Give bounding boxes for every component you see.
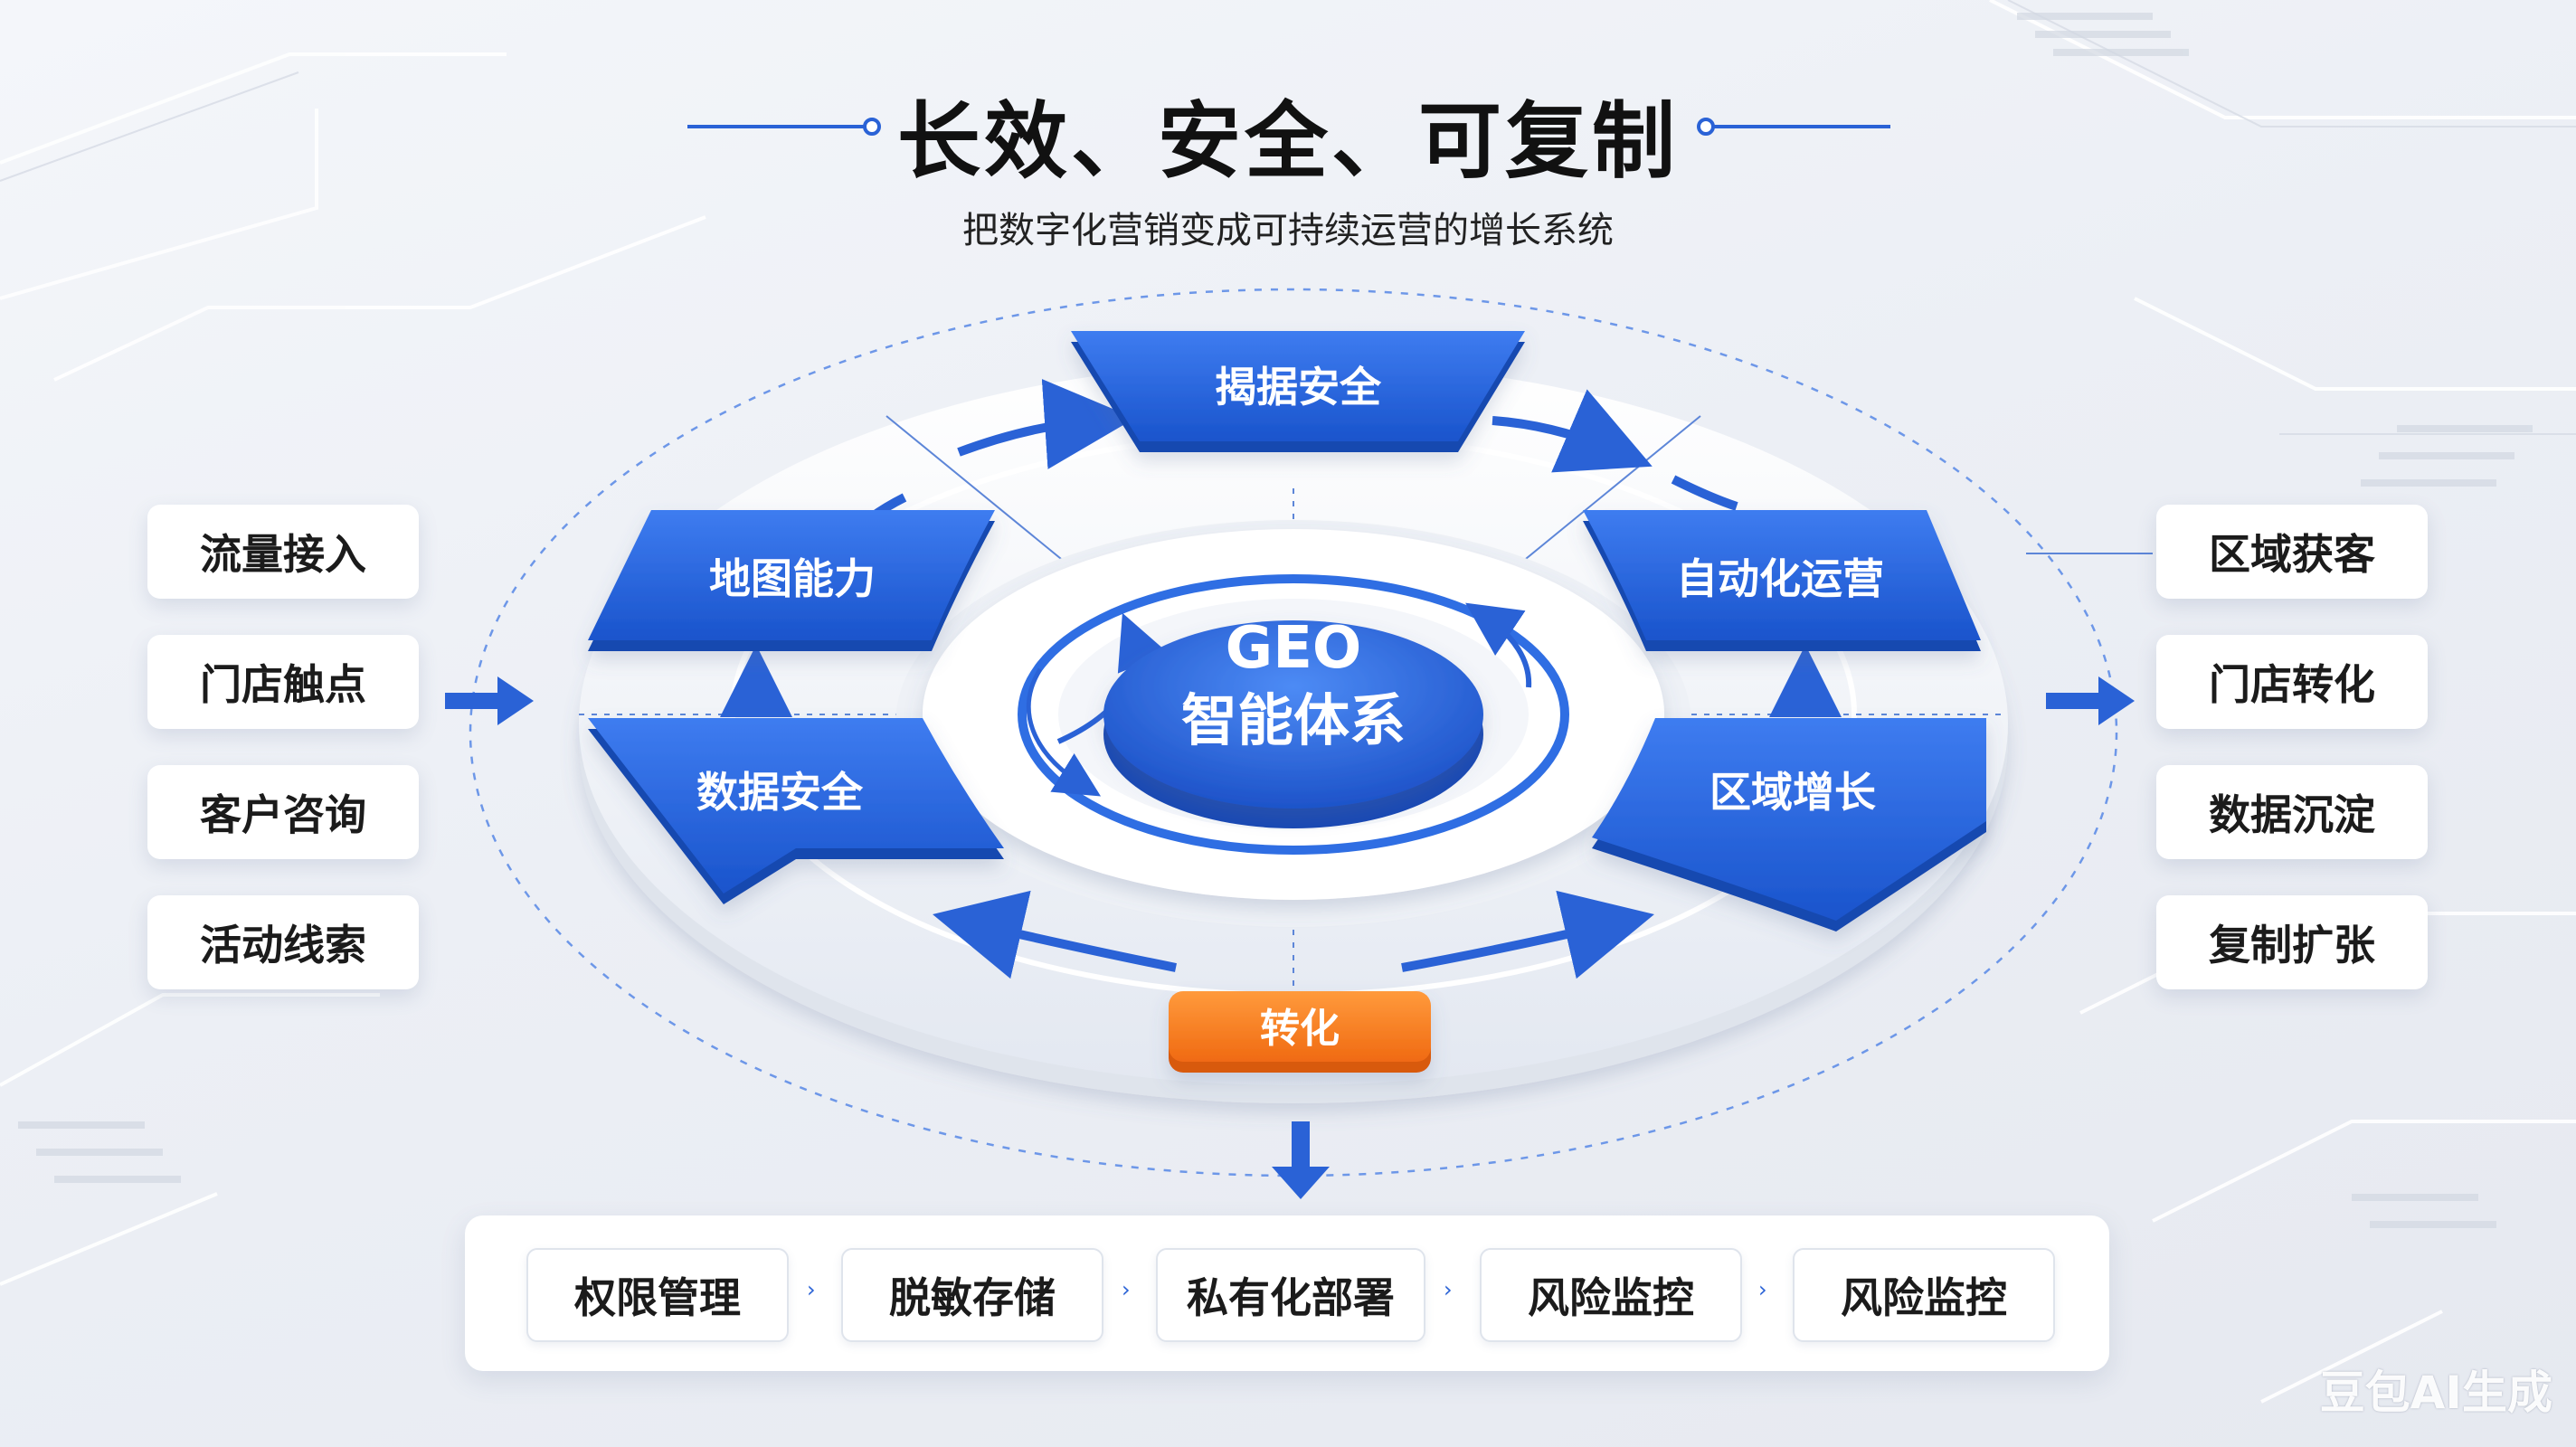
segment-left-lower-label: 数据安全 — [696, 768, 864, 817]
output-item[interactable]: 区域获客 — [2156, 505, 2428, 599]
output-item[interactable]: 复制扩张 — [2156, 895, 2428, 989]
input-item[interactable]: 客户咨询 — [147, 765, 419, 859]
center-label-line1: GEO — [1226, 615, 1362, 682]
separator-arrow-icon: › — [807, 1277, 816, 1302]
segment-left-upper[interactable]: 地图能力 — [588, 510, 995, 651]
output-item[interactable]: 门店转化 — [2156, 635, 2428, 729]
security-item[interactable]: 私有化部署 — [1156, 1248, 1425, 1342]
segment-left-lower[interactable]: 数据安全 — [588, 718, 1004, 904]
input-arrow-icon — [445, 676, 534, 725]
security-item[interactable]: 风险监控 — [1480, 1248, 1742, 1342]
security-item[interactable]: 权限管理 — [526, 1248, 789, 1342]
security-measures-panel: 权限管理 › 脱敏存储 › 私有化部署 › 风险监控 › 风险监控 — [465, 1215, 2109, 1371]
down-arrow-icon — [1272, 1121, 1330, 1199]
segment-right-upper-label: 自动化运营 — [1676, 554, 1884, 603]
input-item[interactable]: 流量接入 — [147, 505, 419, 599]
output-item[interactable]: 数据沉淀 — [2156, 765, 2428, 859]
watermark: 豆包AI生成 — [2319, 1367, 2552, 1419]
segment-right-lower[interactable]: 区域增长 — [1592, 718, 1986, 932]
segment-bottom-conversion[interactable]: 转化 — [1169, 991, 1431, 1073]
page-title: 长效、安全、可复制 — [896, 93, 1679, 190]
separator-arrow-icon: › — [1122, 1277, 1131, 1302]
segment-right-lower-label: 区域增长 — [1709, 768, 1876, 817]
input-item[interactable]: 门店触点 — [147, 635, 419, 729]
output-arrow-icon — [2046, 676, 2135, 725]
security-item[interactable]: 风险监控 — [1793, 1248, 2055, 1342]
security-item[interactable]: 脱敏存储 — [841, 1248, 1103, 1342]
segment-bottom-label: 转化 — [1260, 1006, 1340, 1052]
input-item[interactable]: 活动线索 — [147, 895, 419, 989]
separator-arrow-icon: › — [1758, 1277, 1767, 1302]
segment-top-label: 揭据安全 — [1215, 363, 1382, 411]
segment-top[interactable]: 揭据安全 — [1071, 331, 1525, 452]
segment-right-upper[interactable]: 自动化运营 — [1583, 510, 1981, 651]
page-subtitle: 把数字化营销变成可持续运营的增长系统 — [962, 210, 1614, 251]
center-label-line2: 智能体系 — [1181, 687, 1406, 753]
segment-left-upper-label: 地图能力 — [709, 554, 876, 603]
separator-arrow-icon: › — [1444, 1277, 1453, 1302]
